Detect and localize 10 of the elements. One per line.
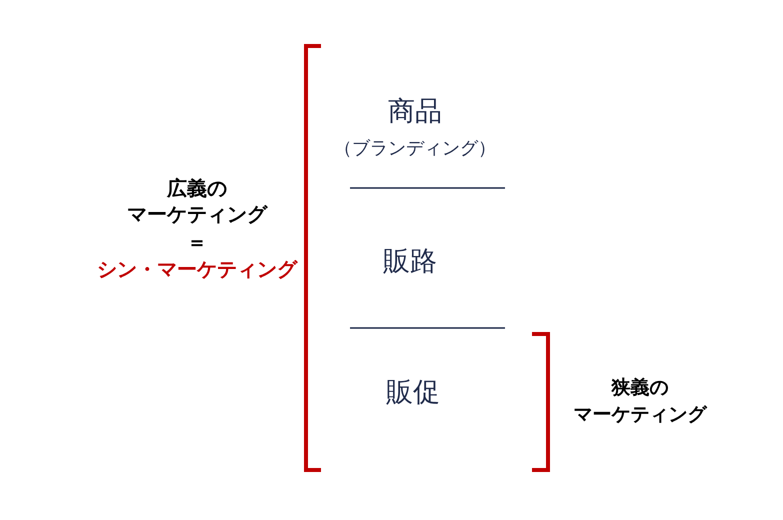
label-text: 商品 xyxy=(388,97,442,127)
label-text: マーケティング xyxy=(127,203,267,225)
label-text: シン・マーケティング xyxy=(97,258,297,280)
label-text: マーケティング xyxy=(574,404,706,426)
label-text: ＝ xyxy=(187,231,207,253)
label-text: 販路 xyxy=(383,247,437,277)
label-text: 狭義の xyxy=(612,378,668,398)
label-text: 広義の xyxy=(167,177,227,199)
label-text: 販促 xyxy=(386,378,440,408)
label-text: （ブランディング） xyxy=(334,139,496,159)
